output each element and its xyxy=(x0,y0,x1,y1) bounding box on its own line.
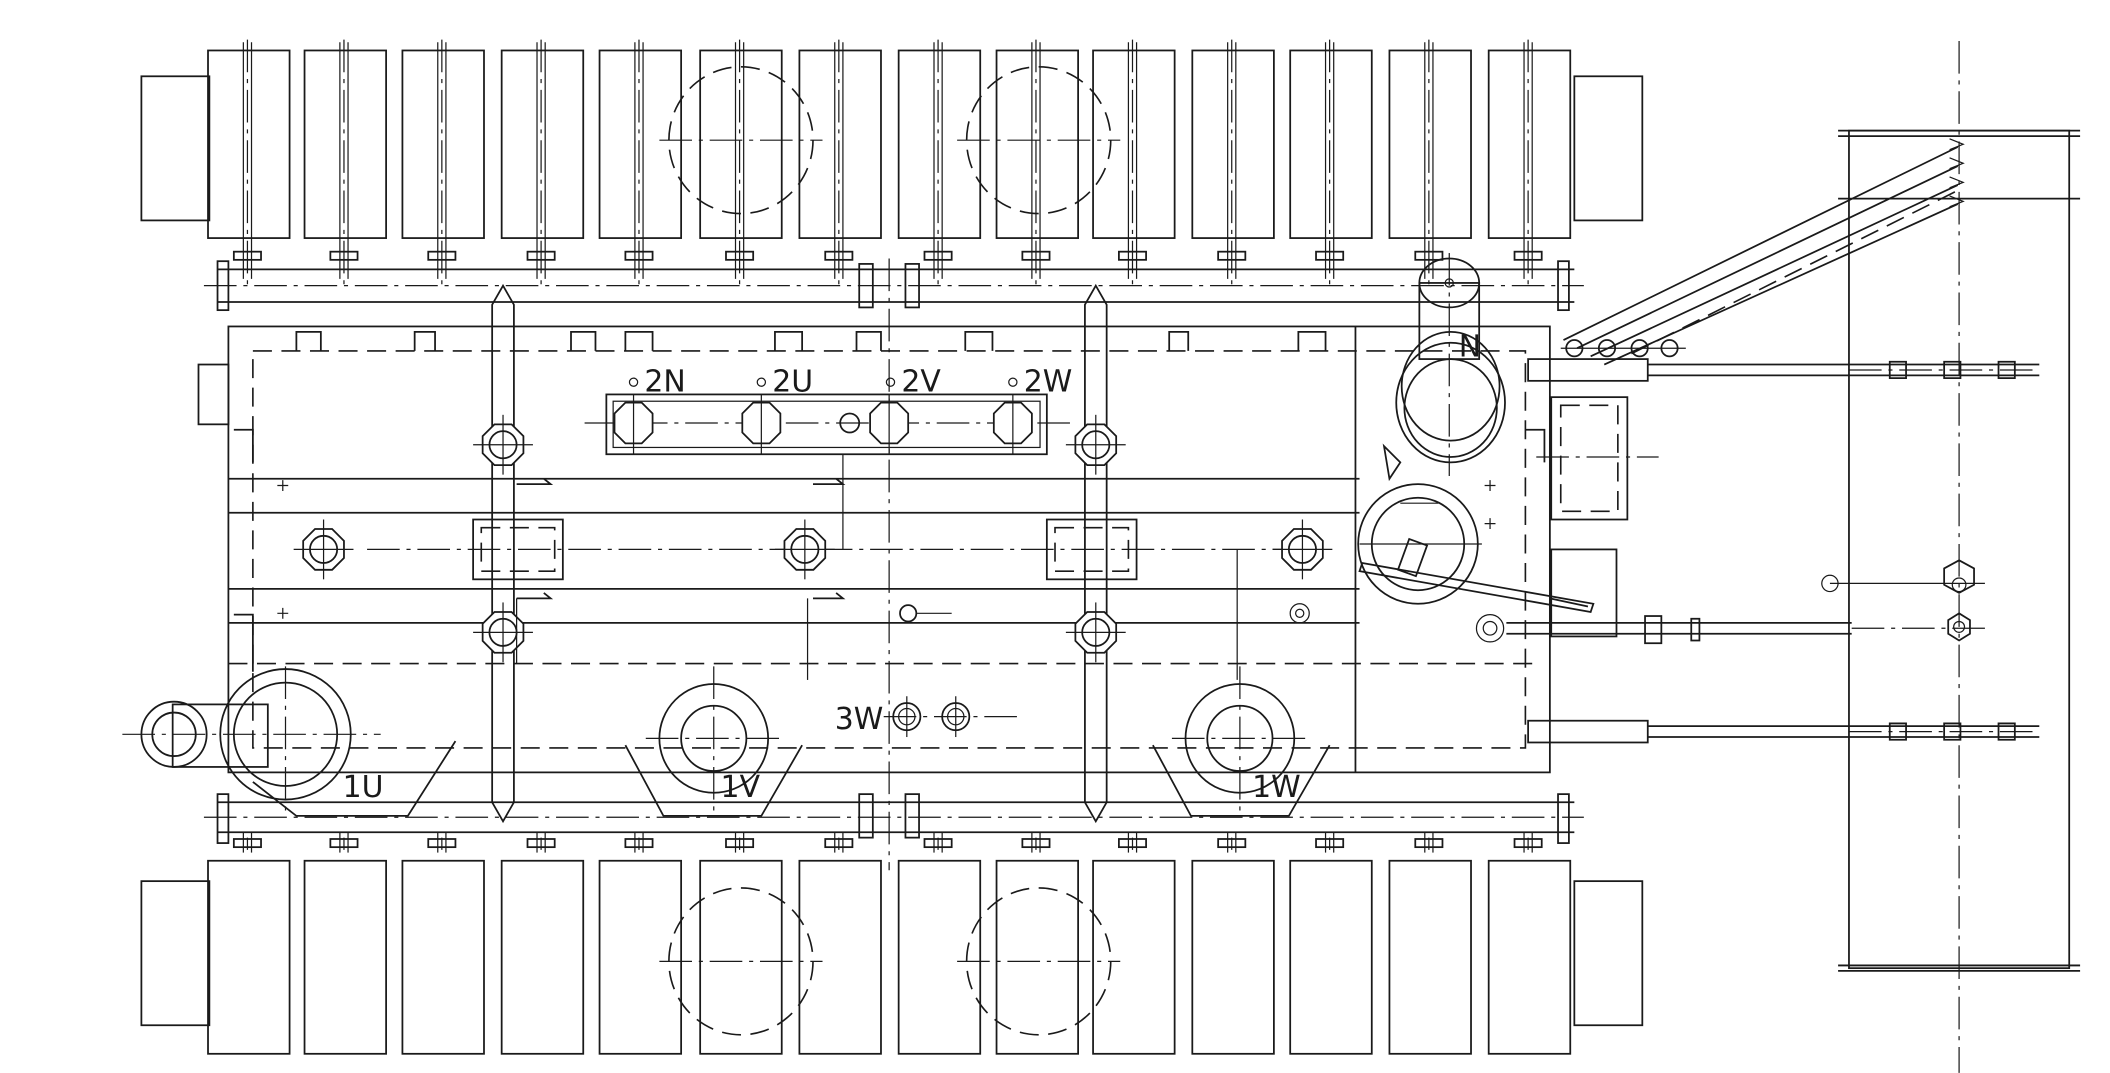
tank-valve xyxy=(1272,519,1333,580)
hv-terminal-label-1v: 1V xyxy=(721,770,761,805)
lv-bushing-2u xyxy=(741,394,782,455)
lv-bushing-2n xyxy=(613,394,654,455)
lv-bushing-2v xyxy=(869,394,910,455)
top-fan-left xyxy=(659,65,823,215)
tank-valve xyxy=(774,519,835,580)
radiator-fin xyxy=(1191,39,1275,285)
tank-valves xyxy=(293,414,1333,663)
radiator-fin xyxy=(995,832,1079,1055)
connecting-pipes xyxy=(1506,146,2040,744)
sampling-valve xyxy=(899,603,1310,624)
main-tank xyxy=(197,258,1551,871)
neutral-terminal-label-n: N xyxy=(1459,329,1481,364)
tank-valve xyxy=(473,602,533,663)
radiator-fin xyxy=(207,39,291,285)
lv-terminal-label-2n: 2N xyxy=(644,365,685,400)
top-radiator-end-box-right xyxy=(1573,75,1644,222)
bottom-fan-left xyxy=(659,887,823,1036)
bottom-radiator-bank xyxy=(207,832,1572,1055)
radiator-fin xyxy=(1289,39,1373,285)
radiator-fin xyxy=(1092,832,1176,1055)
tank-markers xyxy=(277,454,1496,680)
tertiary-bushings xyxy=(883,696,1020,738)
radiator-fin xyxy=(401,39,485,285)
top-header-pipe xyxy=(203,268,1584,303)
lv-bushing-2w xyxy=(992,394,1033,455)
tank-valve xyxy=(293,519,354,580)
radiator-fin xyxy=(598,39,683,285)
tertiary-terminal-label-3w: 3W xyxy=(835,702,884,737)
radiator-fin xyxy=(598,832,683,1055)
top-radiator-end-box-left xyxy=(140,75,211,222)
neutral-bushing xyxy=(1395,253,1506,477)
radiator-fin xyxy=(995,39,1079,285)
hv-bushing-1w xyxy=(1152,666,1331,817)
radiator-fin xyxy=(1487,832,1572,1055)
top-radiator-bank xyxy=(207,39,1572,285)
lv-label-2w-group: 2W xyxy=(1008,365,1073,400)
radiator-fin xyxy=(798,832,882,1055)
lv-bushings xyxy=(613,394,1033,455)
tank-valve xyxy=(473,414,533,475)
inspection-window-left xyxy=(472,518,564,581)
lv-terminal-label-2u: 2U xyxy=(772,365,813,400)
hv-terminal-label-1w: 1W xyxy=(1252,770,1301,805)
tank-valve xyxy=(1065,602,1126,663)
lv-terminal-label-2v: 2V xyxy=(901,365,941,400)
radiator-fin xyxy=(798,39,882,285)
bottom-fan-right xyxy=(957,887,1121,1036)
radiator-fin xyxy=(897,39,982,285)
radiator-fin xyxy=(401,832,485,1055)
hv-bushing-1u xyxy=(122,666,457,817)
radiator-fin xyxy=(500,832,585,1055)
lv-bushing-plate xyxy=(584,393,1075,456)
radiator-fin xyxy=(699,39,783,285)
lv-label-2u-group: 2U xyxy=(756,365,813,400)
tank-valve xyxy=(1065,414,1126,475)
hv-terminal-label-1u: 1U xyxy=(343,770,384,805)
radiator-fin xyxy=(1289,832,1373,1055)
conservator-tank xyxy=(1838,40,2081,1073)
on-load-tap-changer xyxy=(1357,443,1482,605)
drive-mechanism-box xyxy=(1358,548,1618,643)
inspection-window-right xyxy=(1045,518,1138,581)
radiator-fin xyxy=(303,39,387,285)
lv-terminal-label-2w: 2W xyxy=(1024,365,1073,400)
lv-label-2n-group: 2N xyxy=(628,365,686,400)
radiator-fin xyxy=(207,832,291,1055)
radiator-fin xyxy=(1388,39,1472,285)
lifting-lugs xyxy=(216,260,1570,844)
radiator-fin xyxy=(1191,832,1275,1055)
radiator-fin xyxy=(1487,39,1572,285)
radiator-fin xyxy=(303,832,387,1055)
lv-label-2v-group: 2V xyxy=(885,365,941,400)
control-cabinet xyxy=(1536,396,1659,521)
bottom-radiator-end-box-right xyxy=(1573,880,1644,1027)
bottom-header-pipe xyxy=(203,801,1584,834)
radiator-fin xyxy=(897,832,982,1055)
radiator-fin xyxy=(699,832,783,1055)
lv-plate-bolt xyxy=(839,412,861,434)
radiator-fin xyxy=(1092,39,1176,285)
radiator-fin xyxy=(1388,832,1472,1055)
radiator-fin xyxy=(500,39,585,285)
bottom-radiator-end-box-left xyxy=(140,880,211,1027)
hv-bushing-1v xyxy=(624,666,803,817)
top-fan-right xyxy=(957,65,1121,215)
